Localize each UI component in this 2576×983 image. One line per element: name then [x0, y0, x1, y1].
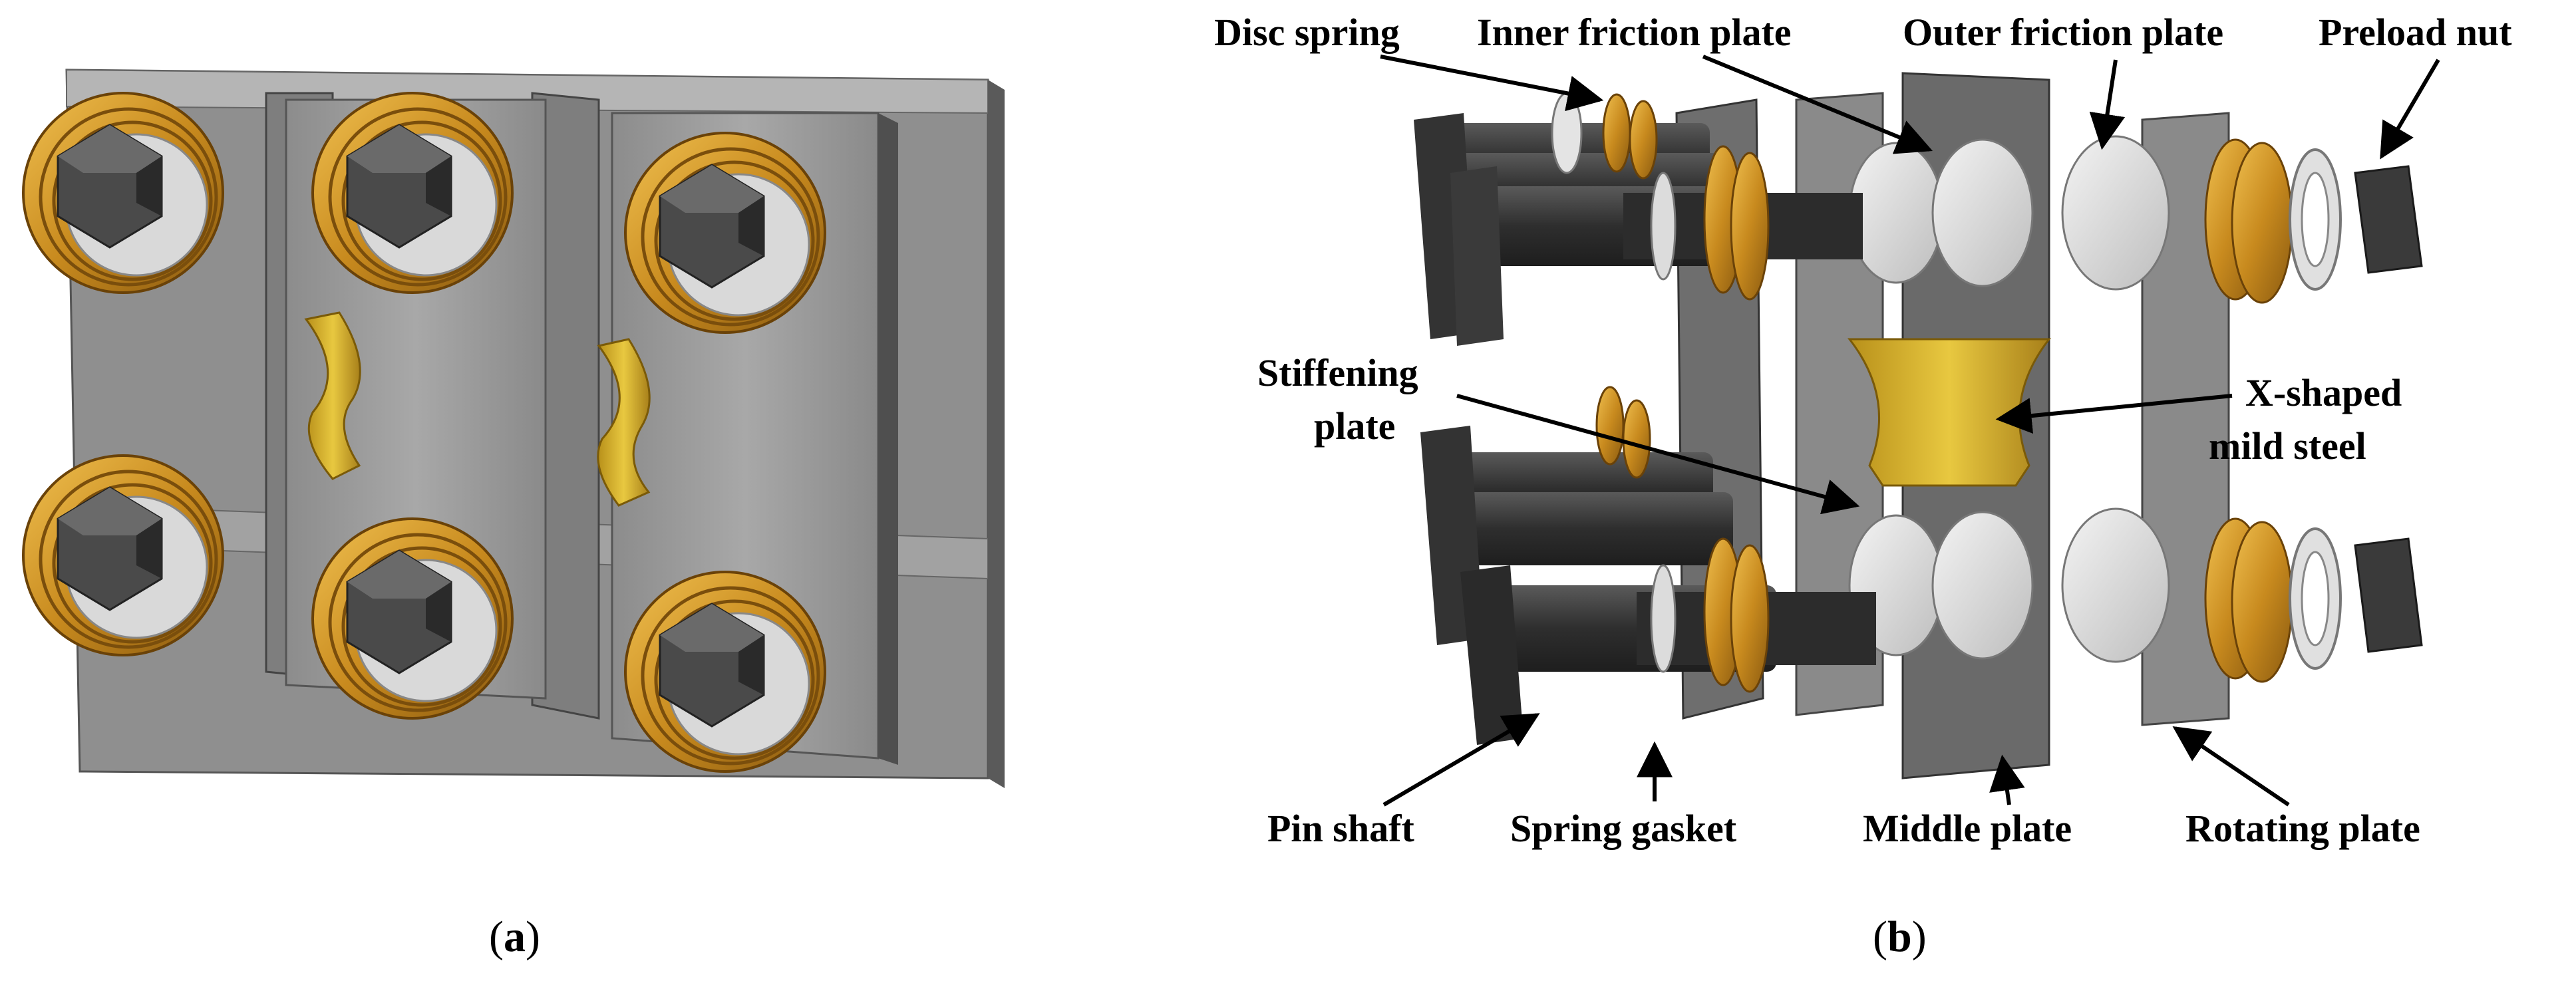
right-edge [988, 80, 1005, 788]
caption-b: (b) [1873, 913, 1927, 961]
label-x-shaped-line1: X-shaped [2245, 371, 2402, 414]
arrow-x-shaped [1995, 394, 2233, 434]
arrow-rotating-plate [2172, 726, 2290, 807]
arrow-outer-friction-plate [2089, 59, 2126, 150]
spring-stacks-right [2204, 138, 2423, 683]
arrow-middle-plate [1989, 754, 2025, 805]
label-spring-gasket: Spring gasket [1510, 807, 1737, 850]
label-disc-spring: Disc spring [1214, 11, 1400, 54]
caption-a: (a) [489, 913, 540, 961]
friction-plates [1848, 135, 2170, 663]
link-plate-edge [878, 113, 898, 765]
panel-b-exploded: Disc spring Inner friction plate Outer f… [1214, 11, 2512, 850]
label-stiffening-plate-line2: plate [1314, 404, 1395, 448]
leader-arrows [1380, 55, 2440, 807]
bolt-a-3 [625, 133, 825, 333]
panel-a-assembly [23, 69, 1005, 788]
arrow-inner-friction-plate [1702, 55, 1933, 154]
bolt-a-2 [313, 93, 512, 293]
label-preload-nut: Preload nut [2319, 11, 2512, 54]
label-stiffening-plate-line1: Stiffening [1257, 351, 1418, 394]
label-inner-friction-plate: Inner friction plate [1477, 11, 1792, 54]
spring-stacks-left [1551, 92, 1770, 693]
bolt-a-5 [313, 519, 512, 718]
arrow-disc-spring [1380, 55, 1604, 112]
arrow-preload-nut [2380, 59, 2440, 160]
bolt-a-1 [23, 93, 223, 293]
arrow-stiffening-plate [1456, 394, 1860, 515]
bolt-a-6 [625, 572, 825, 772]
x-mild-steel-a2 [597, 338, 651, 507]
label-x-shaped-line2: mild steel [2209, 424, 2366, 468]
x-mild-steel-a1 [304, 311, 361, 480]
label-outer-friction-plate: Outer friction plate [1903, 11, 2223, 54]
label-middle-plate: Middle plate [1863, 807, 2072, 850]
arrow-pin-shaft [1382, 713, 1540, 807]
label-pin-shaft: Pin shaft [1267, 807, 1414, 850]
label-rotating-plate: Rotating plate [2185, 807, 2420, 850]
x-mild-steel-b [1847, 338, 2052, 487]
bolt-a-4 [23, 456, 223, 655]
